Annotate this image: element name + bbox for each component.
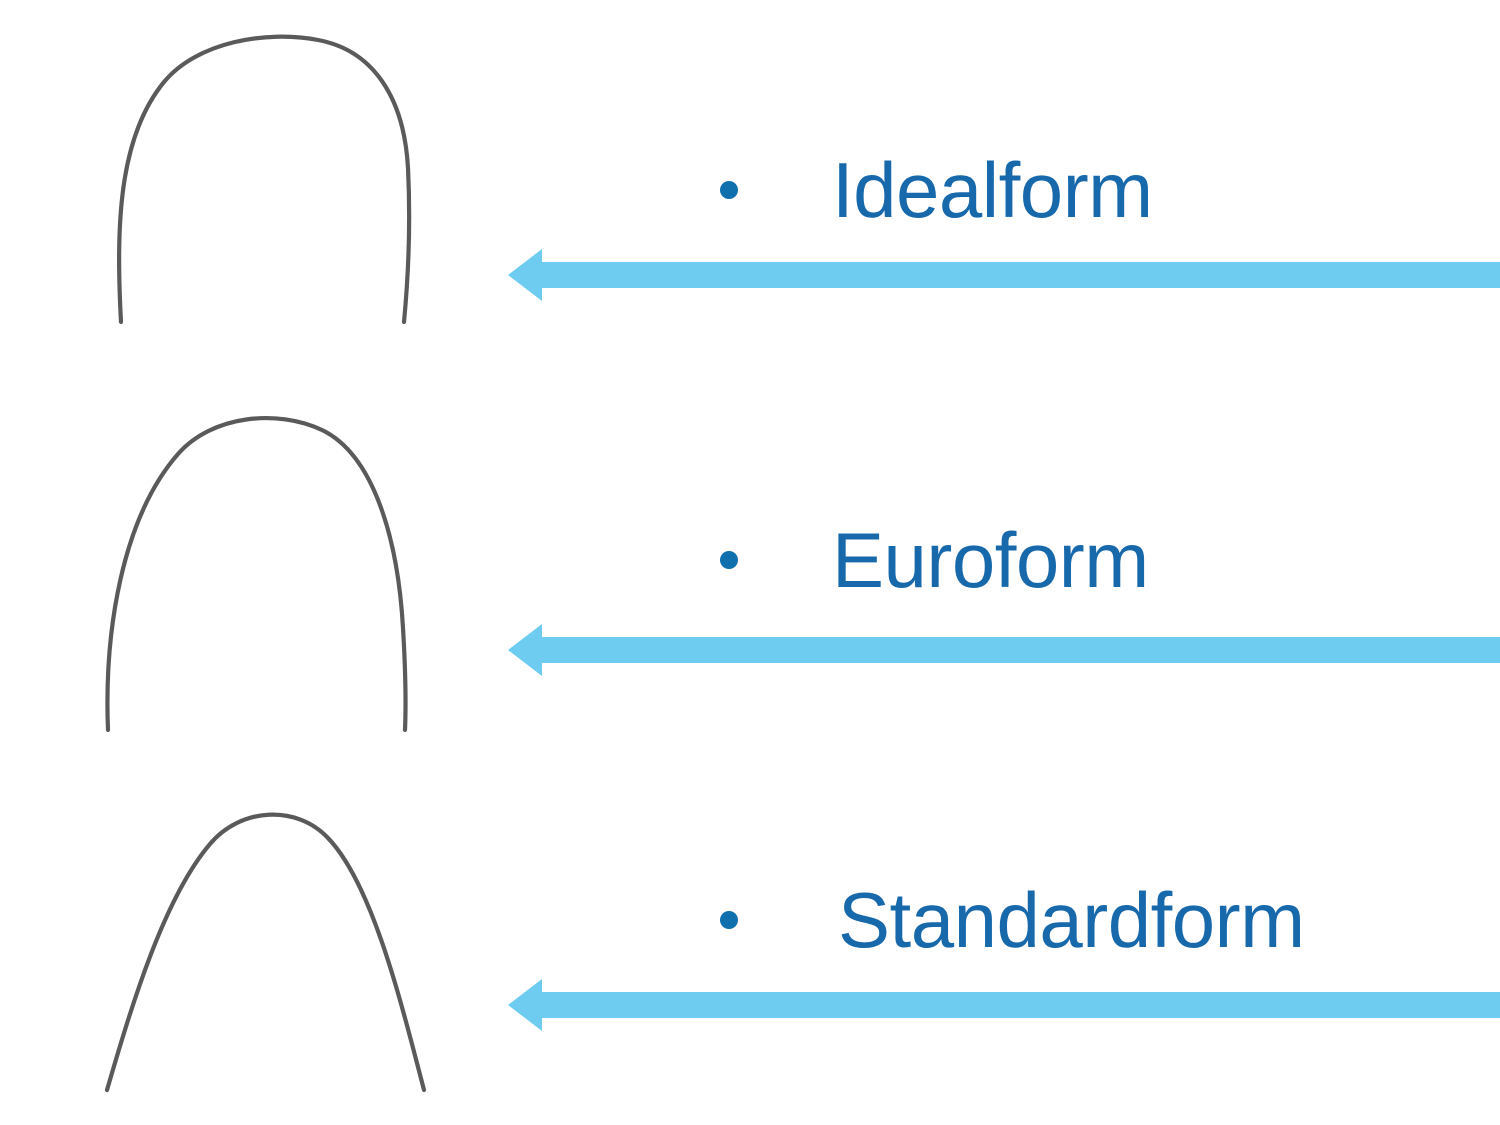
arrow-left-idealform bbox=[508, 247, 1500, 303]
bullet-label-standardform: Standardform bbox=[838, 876, 1305, 964]
archwire-euroform-figure bbox=[60, 400, 480, 740]
arrow-left-shape bbox=[508, 249, 1500, 301]
bullet-dot-icon bbox=[720, 911, 738, 929]
archwire-standardform-drawing bbox=[104, 812, 427, 1093]
bullet-label-euroform: Euroform bbox=[832, 516, 1149, 604]
arrow-left-standardform bbox=[508, 977, 1500, 1033]
bullet-label-idealform: Idealform bbox=[832, 146, 1153, 234]
archwire-idealform-figure bbox=[60, 18, 480, 338]
arrow-left-icon bbox=[508, 979, 1500, 1031]
arrow-left-shape bbox=[508, 624, 1500, 676]
archwire-euroform-path bbox=[105, 415, 408, 733]
archwire-standardform-path bbox=[104, 812, 427, 1093]
bullet-dot-icon bbox=[720, 181, 738, 199]
bullet-item-standardform: Standardform bbox=[720, 872, 1305, 968]
bullet-item-idealform: Idealform bbox=[720, 142, 1153, 238]
arrow-left-euroform bbox=[508, 622, 1500, 678]
bullet-dot-icon bbox=[720, 551, 738, 569]
archwire-idealform-drawing bbox=[117, 34, 412, 325]
arrow-left-icon bbox=[508, 249, 1500, 301]
arrow-left-shape bbox=[508, 979, 1500, 1031]
archwire-standardform-figure bbox=[60, 790, 480, 1100]
archwire-euroform-drawing bbox=[105, 415, 408, 733]
arrow-left-icon bbox=[508, 624, 1500, 676]
bullet-item-euroform: Euroform bbox=[720, 512, 1149, 608]
archwire-idealform-path bbox=[117, 34, 412, 325]
